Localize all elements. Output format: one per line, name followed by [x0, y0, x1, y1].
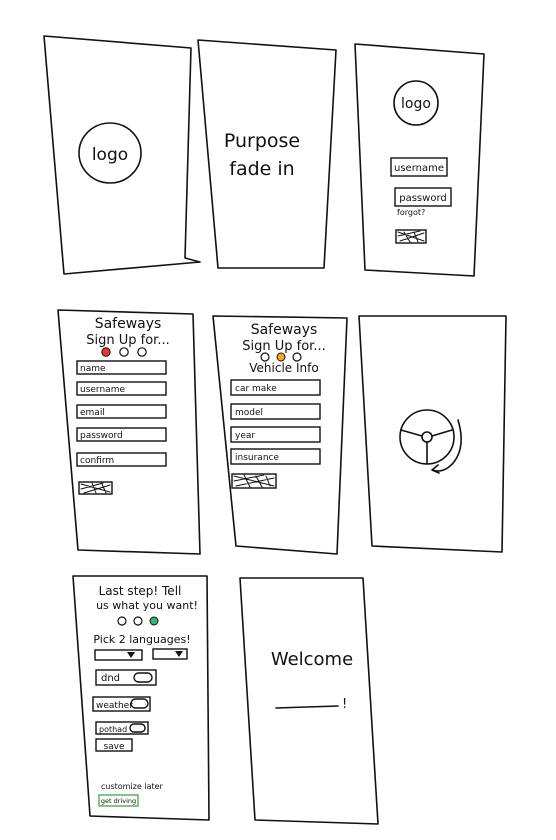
get-driving-label: get driving	[101, 797, 136, 805]
prefs-title-line1: Last step! Tell	[99, 584, 182, 598]
prefs-title-line2: us what you want!	[96, 599, 198, 612]
progress-dot-active	[149, 616, 159, 626]
car-make-label: car make	[235, 384, 277, 394]
language-select-1[interactable]	[94, 649, 143, 661]
steering-wheel-icon	[399, 409, 455, 465]
vehicle-next-button[interactable]	[231, 473, 277, 489]
dnd-toggle-row[interactable]	[95, 669, 157, 686]
purpose-line1: Purpose	[224, 130, 300, 152]
progress-dot	[119, 347, 129, 357]
signup-next-button[interactable]	[78, 481, 113, 495]
password-label: password	[399, 193, 446, 204]
year-input[interactable]	[230, 426, 321, 443]
password-input[interactable]	[394, 187, 452, 207]
signup-progress-dots	[101, 347, 147, 357]
login-logo-circle	[393, 80, 439, 126]
username-input[interactable]	[390, 157, 448, 177]
dropdown-arrow-icon	[175, 651, 183, 657]
weather-toggle-row[interactable]	[92, 696, 151, 712]
loading-arrow-icon	[431, 419, 462, 474]
progress-dot	[117, 616, 127, 626]
screen-welcome: Welcome !	[239, 577, 379, 825]
name-blank-line	[275, 705, 339, 709]
screen-login: logo username password forgot?	[354, 43, 485, 277]
vehicle-section-title: Vehicle Info	[249, 361, 318, 375]
username-label: username	[394, 163, 444, 174]
progress-dot-active	[101, 347, 111, 357]
customize-later-link[interactable]: customize later	[101, 782, 164, 791]
dnd-label: dnd	[101, 673, 120, 684]
pothad-toggle-row[interactable]	[95, 721, 149, 735]
car-make-input[interactable]	[230, 379, 321, 396]
screen-signup: Safeways Sign Up for... name username em…	[57, 309, 201, 555]
username-label: username	[80, 385, 125, 395]
logo-circle	[78, 122, 142, 184]
save-button[interactable]	[95, 738, 133, 752]
screen-splash: logo	[43, 35, 201, 275]
progress-dot	[292, 352, 302, 362]
login-logo-text: logo	[401, 96, 431, 112]
insurance-input[interactable]	[230, 448, 321, 465]
username-input[interactable]	[76, 381, 167, 396]
welcome-exclamation: !	[342, 697, 347, 712]
signup-subtitle: Sign Up for...	[86, 333, 169, 348]
pothad-label: pothad	[99, 725, 127, 734]
email-label: email	[80, 408, 105, 418]
screen-prefs: Last step! Tell us what you want! Pick 2…	[72, 575, 210, 821]
toggle-switch-icon[interactable]	[129, 723, 146, 733]
get-driving-button[interactable]	[98, 794, 139, 807]
vehicle-title: Safeways	[251, 322, 318, 338]
model-label: model	[235, 408, 263, 418]
progress-dot	[137, 347, 147, 357]
password-input[interactable]	[76, 427, 167, 442]
login-button[interactable]	[395, 229, 427, 244]
confirm-input[interactable]	[76, 452, 167, 467]
screen-loading	[358, 315, 507, 553]
prefs-progress-dots	[117, 616, 159, 626]
year-label: year	[235, 431, 255, 441]
progress-dot-active	[276, 352, 286, 362]
screen-purpose: Purpose fade in	[197, 39, 337, 269]
forgot-link[interactable]: forgot?	[397, 208, 425, 217]
email-input[interactable]	[76, 404, 167, 419]
signup-title: Safeways	[95, 316, 162, 332]
vehicle-subtitle: Sign Up for...	[242, 339, 325, 354]
save-label: save	[103, 742, 125, 752]
language-select-2[interactable]	[152, 648, 188, 660]
welcome-text: Welcome	[271, 649, 353, 670]
purpose-line2: fade in	[229, 158, 294, 180]
languages-label: Pick 2 languages!	[93, 633, 190, 646]
insurance-label: insurance	[235, 453, 279, 463]
vehicle-progress-dots	[260, 352, 302, 362]
password-label: password	[80, 431, 123, 441]
dropdown-arrow-icon	[127, 652, 135, 658]
progress-dot	[133, 616, 143, 626]
confirm-label: confirm	[80, 456, 114, 466]
screen-vehicle: Safeways Sign Up for... Vehicle Info car…	[212, 315, 348, 555]
progress-dot	[260, 352, 270, 362]
splash-logo-text: logo	[92, 145, 128, 165]
name-input[interactable]	[76, 360, 167, 375]
toggle-switch-icon[interactable]	[130, 698, 149, 709]
name-label: name	[80, 364, 106, 374]
weather-label: weather	[96, 701, 133, 711]
toggle-switch-icon[interactable]	[133, 672, 153, 683]
model-input[interactable]	[230, 403, 321, 420]
